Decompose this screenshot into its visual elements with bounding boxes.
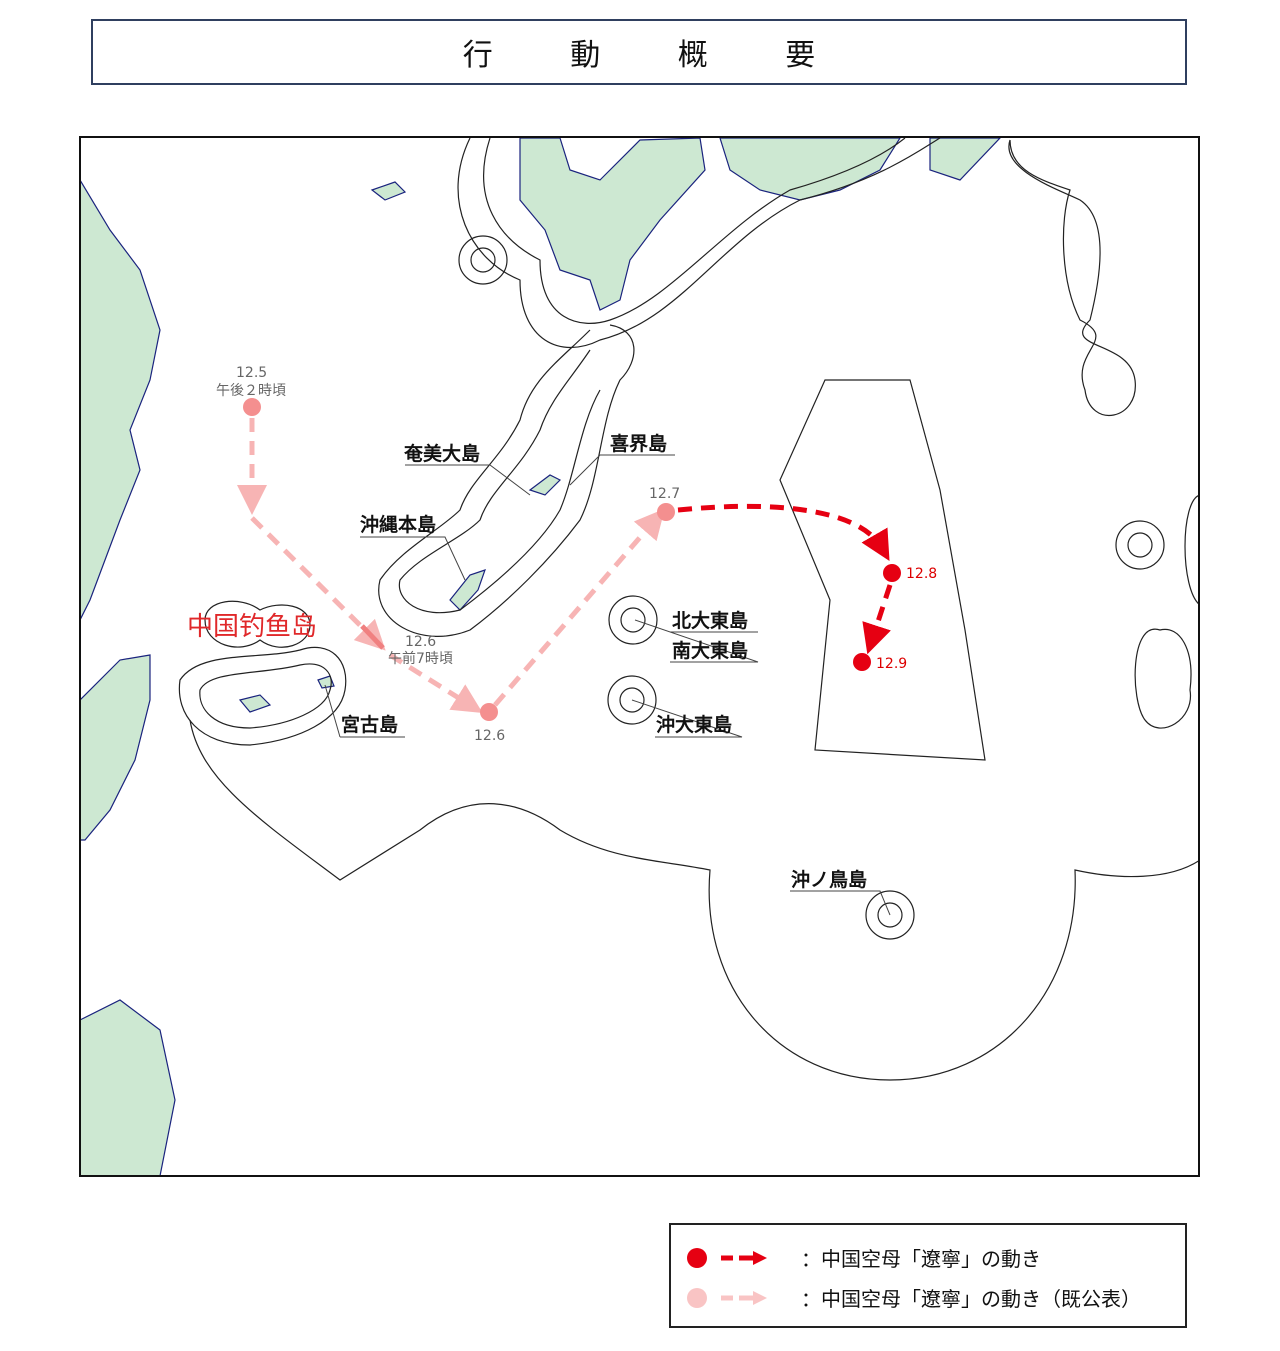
red-dashed-arrow-icon [721,1250,767,1265]
point-5-date: 12.8 [906,566,937,582]
label-miyako: 宮古島 [341,713,398,736]
shikoku-honshu [719,138,901,201]
pink-dashed-arrow-icon [721,1290,767,1305]
label-okidaito: 沖大東島 [656,713,732,736]
jeju [370,181,407,201]
taiwan [81,654,151,841]
red-dot-icon [687,1247,707,1268]
label-kikai: 喜界島 [610,432,667,455]
miyako-island [317,675,335,689]
legend-item-new: ：中国空母「遼寧」の動き [687,1243,1041,1272]
point-4-date: 12.7 [649,486,680,502]
legend: ：中国空母「遼寧」の動き ：中国空母「遼寧」の動き（既公表） [669,1223,1187,1328]
luzon [81,999,176,1175]
legend-label-previous: ：中国空母「遼寧」の動き（既公表） [801,1287,1141,1311]
point-1-date: 12.5 [236,365,267,381]
point-6-date: 12.9 [876,656,907,672]
track-point-6 [853,653,871,671]
okinawa-island [449,569,486,611]
land-areas [81,138,1001,1175]
label-kitadaito: 北大東島 [672,609,748,632]
china-coast [81,180,161,620]
eez-boundaries [178,138,1199,1081]
ishigaki-island [238,694,272,713]
point-2-time: 午前7時頃 [388,650,453,667]
amami-island [528,474,562,496]
kyushu [519,138,706,311]
new-track [677,503,893,655]
point-1-time: 午後２時頃 [216,383,286,399]
map-frame [79,136,1200,1177]
track-point-5 [883,564,901,582]
leader-lines [324,454,891,916]
page-title: 行 動 概 要 [462,38,850,73]
pink-dot-icon [687,1287,707,1308]
point-3-date: 12.6 [474,728,505,744]
legend-item-previous: ：中国空母「遼寧」の動き（既公表） [687,1283,1141,1312]
track-point-4 [657,503,675,521]
label-minamidaito: 南大東島 [672,639,748,662]
track-point-1 [243,398,261,416]
point-2-date: 12.6 [405,634,436,650]
label-okinawa: 沖縄本島 [360,513,436,536]
label-okinotori: 沖ノ鳥島 [791,868,867,891]
title-box: 行 動 概 要 [91,19,1187,85]
label-senkaku: 中国钓鱼岛 [187,612,317,642]
previous-track [237,418,665,713]
label-amami: 奄美大島 [403,442,480,465]
legend-label-new: ：中国空母「遼寧」の動き [801,1247,1041,1271]
honshu-east [929,138,1001,181]
track-arrow-segment [360,624,385,650]
track-point-3 [480,703,498,721]
